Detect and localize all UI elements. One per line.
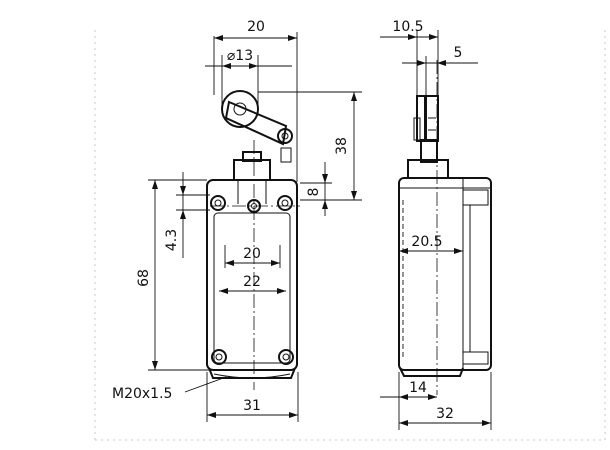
dim-roller-offset: 5 bbox=[454, 45, 463, 61]
dim-mount-offset: 8 bbox=[306, 188, 322, 197]
dim-roller-diameter: ⌀13 bbox=[227, 48, 253, 64]
dim-side-depth: 32 bbox=[436, 406, 454, 422]
dim-inner-width-bottom: 22 bbox=[243, 274, 261, 290]
dim-mid-depth: 20.5 bbox=[411, 234, 442, 250]
dim-base-offset: 14 bbox=[409, 380, 427, 396]
dim-lever-height: 38 bbox=[334, 137, 350, 155]
drawing-frame bbox=[94, 30, 606, 441]
dim-hole-offset: 4.3 bbox=[164, 229, 180, 251]
side-body bbox=[398, 177, 492, 377]
thread-callout: M20x1.5 bbox=[112, 386, 172, 402]
dim-front-height: 68 bbox=[136, 269, 152, 287]
side-dimensions: 10.5 5 20.5 14 32 bbox=[380, 19, 492, 430]
front-dimensions: 20 ⌀13 38 8 4.3 68 2 bbox=[112, 19, 362, 422]
dim-roller-width: 10.5 bbox=[392, 19, 423, 35]
roller-lever bbox=[221, 90, 293, 146]
dim-front-width: 20 bbox=[247, 19, 265, 35]
dim-base-width: 31 bbox=[243, 398, 261, 414]
front-view bbox=[206, 90, 300, 390]
front-actuator-block bbox=[233, 147, 292, 204]
side-view bbox=[398, 60, 492, 395]
side-actuator bbox=[407, 95, 449, 179]
dim-inner-width-top: 20 bbox=[243, 246, 261, 262]
